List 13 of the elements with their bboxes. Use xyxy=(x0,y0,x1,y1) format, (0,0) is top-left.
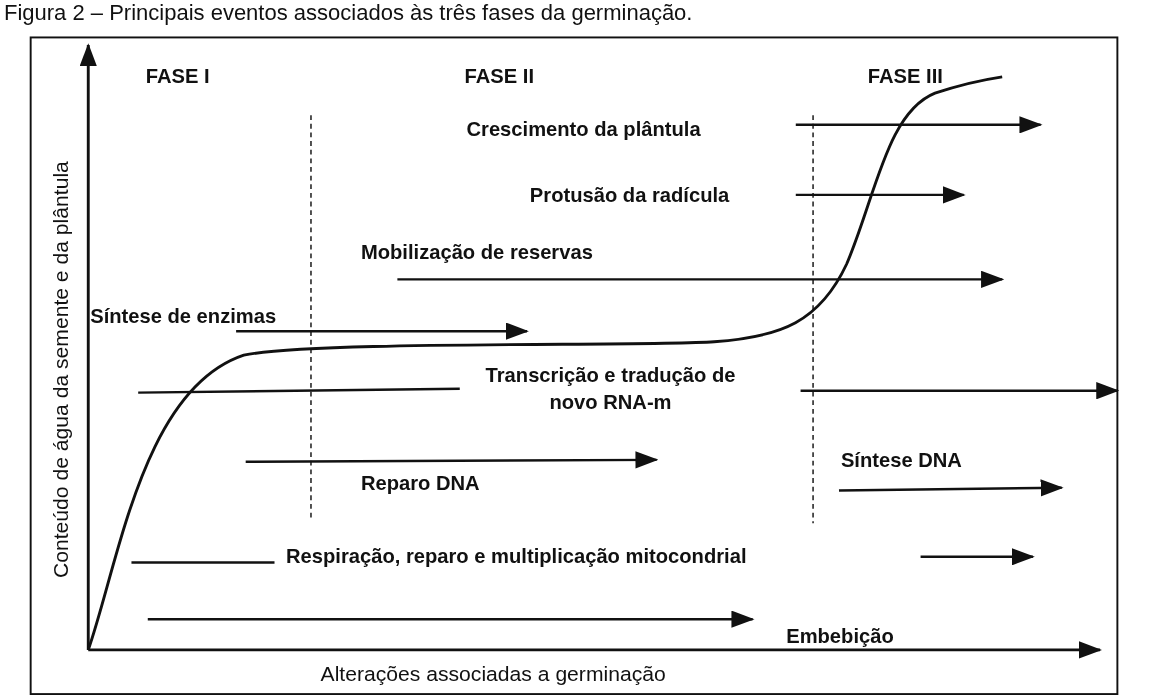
phase-label: FASE I xyxy=(145,64,210,88)
figure-title: Figura 2 – Principais eventos associados às três fases da germinação. xyxy=(4,0,693,26)
event-label: Reparo DNA xyxy=(360,471,480,495)
event-label: Embebição xyxy=(786,624,894,648)
event-label: Mobilização de reservas xyxy=(360,240,593,264)
y-axis-title: Conteúdo de água da semente e da plântula xyxy=(48,161,74,579)
phase-label: FASE III xyxy=(867,64,943,88)
event-label: Protusão da radícula xyxy=(529,183,730,207)
event-label: Crescimento da plântula xyxy=(466,118,701,142)
event-label: Síntese DNA xyxy=(840,448,962,472)
x-axis-title: Alterações associadas a germinação xyxy=(320,661,666,687)
event-label: Síntese de enzimas xyxy=(90,304,277,328)
phase-label: FASE II xyxy=(464,64,535,88)
